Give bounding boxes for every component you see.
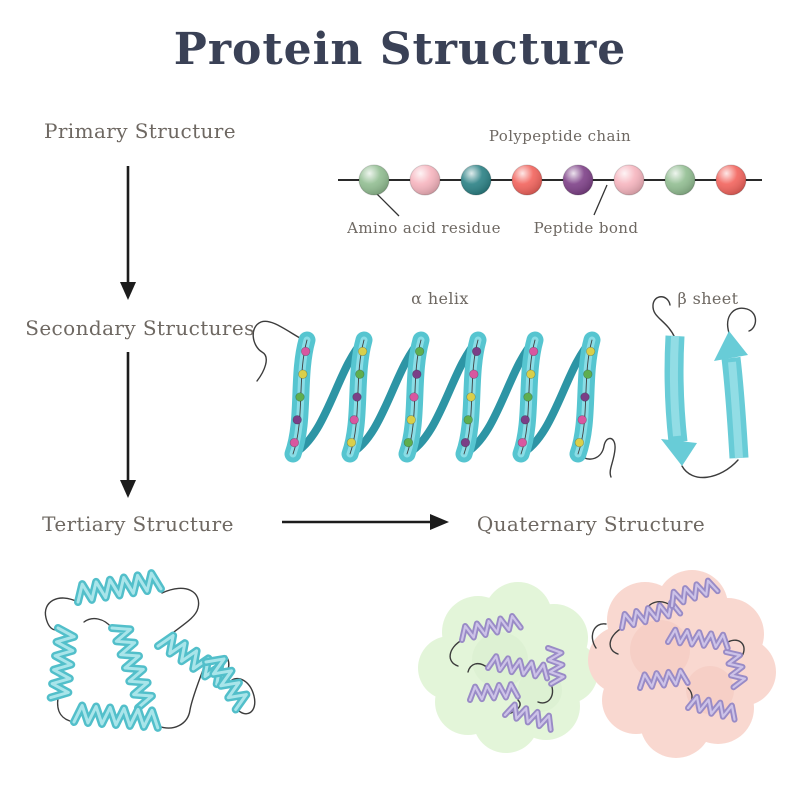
beta-sheet-label: β sheet [677, 289, 739, 308]
helix-residue-dots [289, 346, 596, 448]
quaternary-structure-illustration [418, 570, 776, 758]
bead-7 [664, 164, 696, 196]
alpha-helix-illustration [252, 320, 616, 478]
bead-4 [511, 164, 543, 196]
page-title: Protein Structure [173, 24, 627, 75]
amino-acid-beads [358, 164, 747, 196]
bead-5 [562, 164, 594, 196]
peptide-bond-label: Peptide bond [533, 219, 639, 237]
quaternary-structure-label: Quaternary Structure [476, 512, 706, 536]
bead-3 [460, 164, 492, 196]
bead-2 [409, 164, 441, 196]
primary-structure-label: Primary Structure [43, 119, 236, 143]
arrow-secondary-to-tertiary [120, 352, 136, 498]
peptide-bond-pointer-line [593, 184, 608, 216]
polypeptide-chain-label: Polypeptide chain [488, 127, 632, 145]
bead-6 [613, 164, 645, 196]
tertiary-structure-label: Tertiary Structure [42, 512, 234, 536]
bead-1 [358, 164, 390, 196]
beta-strand-up [714, 331, 749, 459]
bead-8 [715, 164, 747, 196]
polypeptide-chain-illustration [338, 164, 762, 217]
tertiary-structure-illustration [44, 572, 256, 728]
arrow-primary-to-secondary [120, 166, 136, 300]
arrow-tertiary-to-quaternary [282, 514, 449, 530]
secondary-structures-label: Secondary Structures [25, 316, 255, 340]
alpha-helix-label: α helix [411, 289, 469, 308]
amino-acid-residue-label: Amino acid residue [347, 219, 501, 237]
amino-acid-pointer-line [376, 193, 400, 217]
beta-strand-down [661, 335, 697, 466]
beta-sheet-illustration [652, 296, 757, 479]
